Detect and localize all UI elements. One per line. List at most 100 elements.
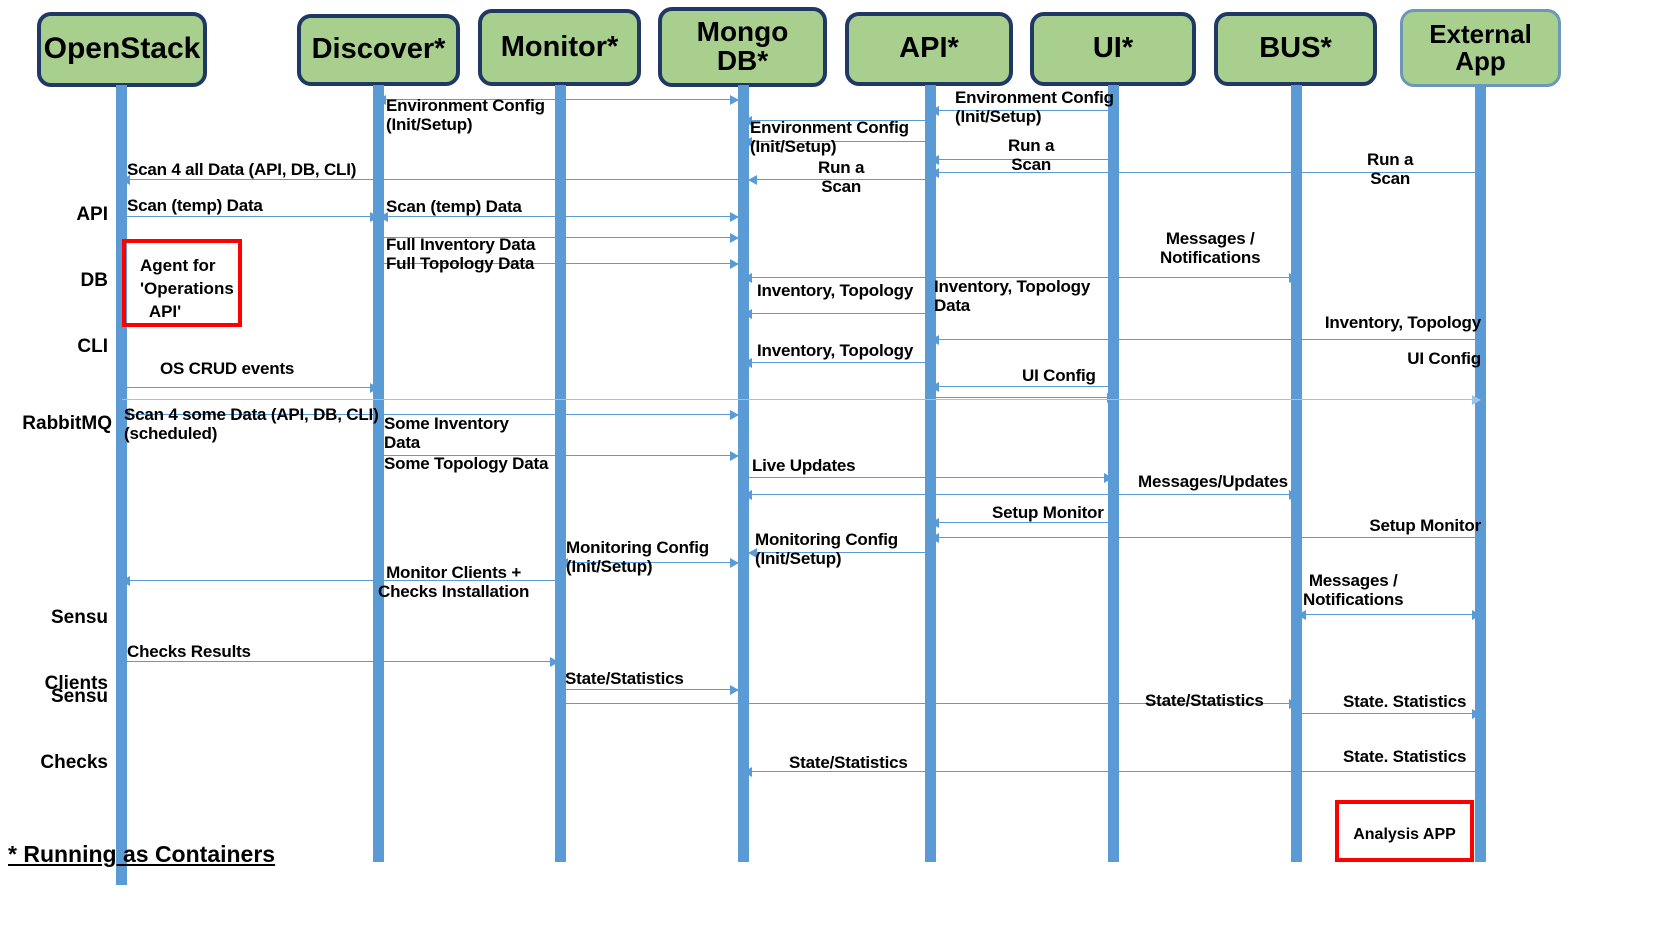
arrow-m07: [930, 168, 1480, 179]
label-m16: Inventory, Topology: [757, 341, 914, 360]
arrow-m28: [748, 548, 931, 559]
lifeline-openstack: [116, 85, 127, 885]
arrow-m02b: [743, 137, 929, 148]
label-m03: Environment Config (Init/Setup): [955, 88, 1114, 127]
participant-label-api: API*: [899, 32, 959, 65]
lifeline-monitor: [555, 85, 566, 862]
side-label-db: DB: [80, 270, 108, 292]
label-m26: Setup Monitor: [992, 503, 1104, 522]
arrow-m05: [748, 175, 929, 186]
arrow-m31: [121, 576, 562, 587]
callout-agent-operations-api: Agent for 'Operations API': [122, 239, 242, 327]
label-m19: OS CRUD events: [160, 359, 295, 378]
side-label-api: API: [76, 204, 108, 226]
arrow-m08: [122, 212, 379, 223]
arrow-m27: [930, 533, 1480, 544]
label-m34: State/Statistics: [1145, 691, 1264, 710]
side-label-clients: Clients: [44, 673, 108, 695]
participant-label-openstack: OpenStack: [43, 32, 201, 66]
label-m30: Messages / Notifications: [1303, 571, 1404, 610]
participant-label-mongodb-line1: Mongo: [696, 16, 789, 48]
label-m24: Live Updates: [752, 456, 856, 475]
arrow-m26: [930, 518, 1115, 529]
side-label-api-db-cli: API DB CLI: [20, 160, 108, 402]
lifeline-mongodb: [738, 85, 749, 862]
lifeline-discover: [373, 85, 384, 862]
label-m11: Full Topology Data: [386, 254, 535, 273]
arrow-m20: [122, 395, 1481, 406]
arrow-m16: [743, 358, 931, 369]
lifeline-ui: [1108, 85, 1119, 862]
label-m06: Run a Scan: [1008, 136, 1055, 175]
side-label-checks: Checks: [40, 752, 108, 774]
label-m28: Monitoring Config (Init/Setup): [755, 530, 898, 569]
label-m18: UI Config: [1407, 349, 1481, 368]
arrow-m01: [378, 95, 739, 106]
label-m22: Some Inventory Data: [384, 414, 509, 453]
side-label-rabbitmq-text: RabbitMQ: [22, 413, 112, 435]
arrow-m06: [930, 155, 1115, 166]
label-m21: Scan 4 some Data (API, DB, CLI) (schedul…: [124, 405, 379, 444]
label-m37: State/Statistics: [789, 753, 908, 772]
label-m13: Inventory, Topology Data: [934, 277, 1091, 316]
participant-label-external-line1: External: [1429, 19, 1532, 50]
label-m05: Run a Scan: [818, 158, 865, 197]
participant-api[interactable]: API*: [845, 12, 1013, 86]
participant-discover[interactable]: Discover*: [297, 14, 460, 86]
participant-label-discover: Discover*: [311, 33, 446, 66]
side-label-cli: CLI: [77, 336, 108, 358]
participant-mongodb[interactable]: Mongo DB*: [658, 7, 827, 87]
label-m35: State. Statistics: [1343, 692, 1467, 711]
label-m31: Monitor Clients + Checks Installation: [378, 563, 530, 602]
arrow-m29: [562, 558, 739, 569]
arrow-m34: [560, 699, 1298, 710]
participant-label-monitor: Monitor*: [500, 30, 619, 63]
footnote-running-as-containers: * Running as Containers: [8, 841, 276, 867]
participant-bus[interactable]: BUS*: [1214, 12, 1377, 86]
side-label-sensu-checks: Sensu Checks: [18, 642, 108, 818]
label-m29: Monitoring Config (Init/Setup): [566, 538, 709, 577]
label-m23: Some Topology Data: [384, 454, 549, 473]
arrow-m10: [380, 233, 739, 244]
arrow-m01-head-left: [377, 95, 386, 106]
arrow-m33: [560, 685, 739, 696]
label-m01: Environment Config (Init/Setup): [386, 96, 545, 135]
label-m10: Full Inventory Data: [386, 235, 536, 254]
lifeline-bus: [1291, 85, 1302, 862]
side-label-sensu-clients: Sensu Clients: [18, 563, 108, 739]
participant-label-ui: UI*: [1092, 32, 1134, 65]
participant-label-external-line2: App: [1455, 46, 1506, 76]
arrow-m09-left: [379, 212, 388, 223]
participant-label-bus: BUS*: [1259, 32, 1332, 65]
arrow-m17b: [931, 393, 1116, 404]
arrow-m24: [749, 473, 1113, 484]
side-label-sensu2: Sensu: [50, 686, 108, 708]
arrow-m12: [752, 273, 1298, 284]
arrow-m19: [122, 383, 379, 394]
label-m04: Scan 4 all Data (API, DB, CLI): [127, 160, 357, 179]
label-m02: Environment Config (Init/Setup): [750, 118, 909, 157]
lifeline-api: [925, 85, 936, 862]
arrow-m23: [380, 451, 739, 462]
arrow-m11: [380, 259, 739, 270]
label-m36: State. Statistics: [1343, 747, 1467, 766]
participant-external-app[interactable]: External App: [1400, 9, 1561, 87]
side-label-rabbitmq: RabbitMQ: [0, 369, 112, 479]
arrow-m09: [382, 212, 739, 223]
arrow-m22: [380, 410, 739, 421]
arrow-m30: [1297, 610, 1481, 621]
arrow-m25: [752, 490, 1298, 501]
label-m08: Scan (temp) Data: [127, 196, 263, 215]
callout-analysis-app: Analysis APP: [1335, 800, 1474, 862]
arrow-m21: [121, 410, 378, 421]
participant-monitor[interactable]: Monitor*: [478, 9, 641, 86]
label-m32: Checks Results: [127, 642, 251, 661]
participant-ui[interactable]: UI*: [1030, 12, 1196, 86]
arrow-m13: [743, 309, 931, 320]
label-m15: Inventory, Topology: [1324, 313, 1481, 332]
arrow-m04: [121, 175, 932, 186]
participant-openstack[interactable]: OpenStack: [37, 12, 207, 87]
arrow-m25-left: [743, 490, 752, 501]
label-m12: Messages / Notifications: [1160, 229, 1261, 268]
